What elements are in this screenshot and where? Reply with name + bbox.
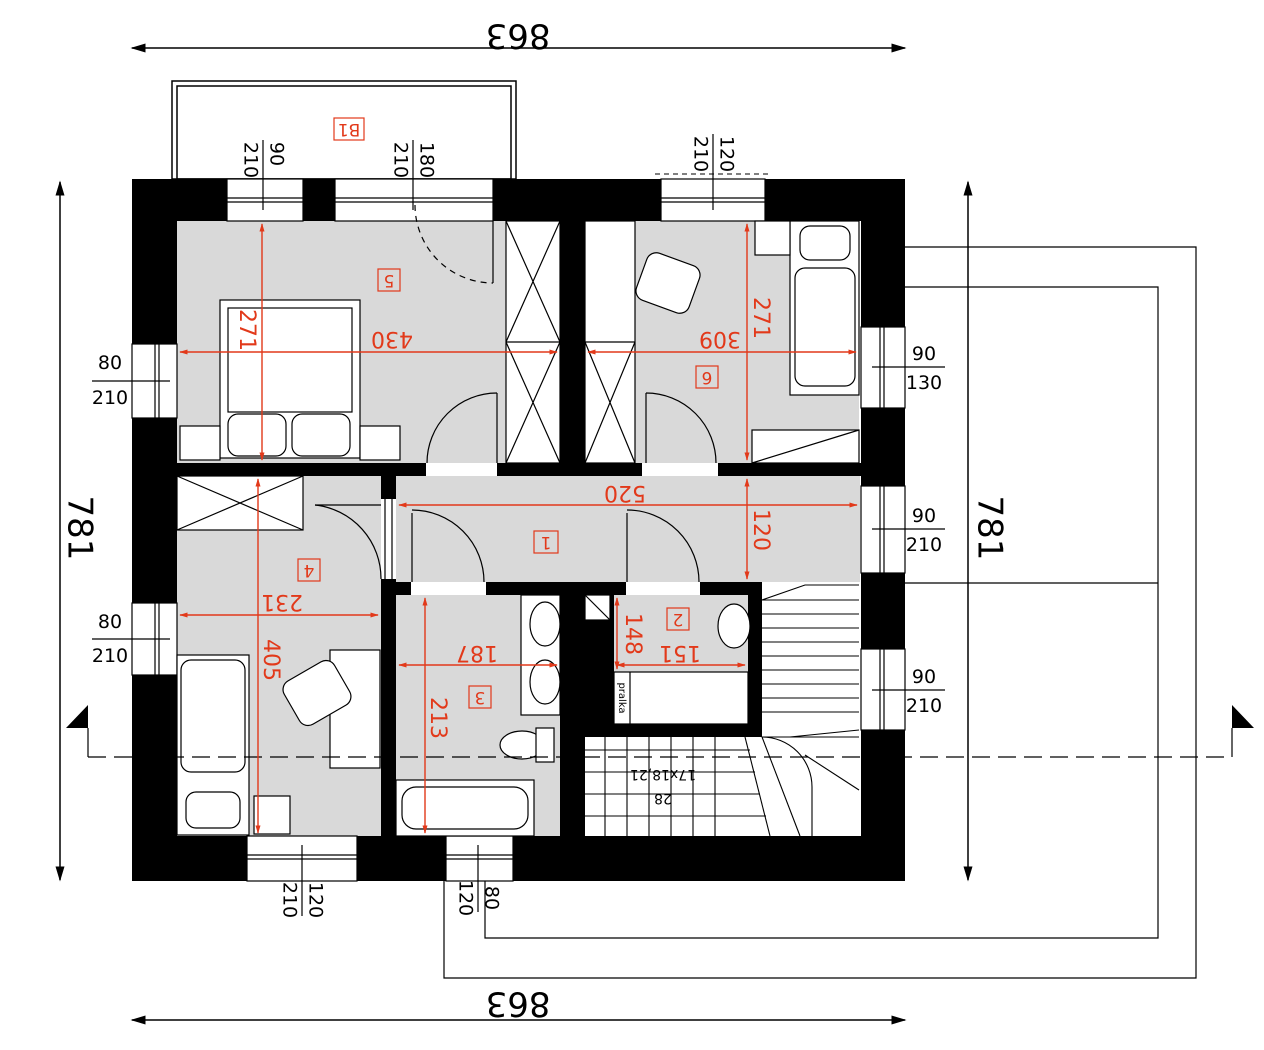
doors [314, 204, 717, 583]
room-5-width: 430 [371, 326, 413, 351]
dim-left: 781 [60, 496, 100, 561]
win-left-bottom-top: 80 [98, 611, 122, 633]
window-labels: 90 210 180 210 120 210 80 210 80 210 90 … [92, 136, 942, 918]
room-2-width: 151 [659, 640, 701, 665]
win-right-low-bottom: 210 [906, 695, 942, 717]
staircase [585, 584, 860, 837]
room-1-depth: 120 [748, 509, 773, 551]
room-2-label: 2 [673, 609, 684, 629]
room-6-depth: 271 [748, 297, 773, 339]
dim-right: 781 [970, 496, 1010, 561]
room-dimension-texts: 430 271 309 271 520 120 231 405 187 213 … [234, 297, 773, 739]
room-3-width: 187 [456, 640, 498, 665]
room-3-depth: 213 [425, 697, 450, 739]
section-marker-left [66, 705, 88, 728]
win-bottom-left-bottom: 210 [279, 882, 301, 918]
win-top-left-top: 90 [266, 142, 288, 166]
win-top-door-bottom: 210 [390, 142, 412, 178]
win-right-mid-bottom: 210 [906, 534, 942, 556]
room-3-label: 3 [475, 687, 486, 707]
win-left-top-top: 80 [98, 352, 122, 374]
dim-bottom: 863 [486, 984, 551, 1024]
win-bottom-mid-top: 80 [481, 886, 503, 910]
wardrobes [176, 220, 636, 531]
room-5-label: 5 [384, 270, 395, 290]
bathroom-fixtures [395, 594, 751, 837]
stairs-spec-line2: 28 [654, 790, 672, 806]
furniture-room-4 [176, 649, 381, 836]
win-right-mid-top: 90 [912, 505, 936, 527]
terrace-outline [443, 246, 1197, 979]
room-labels: 5 6 1 4 2 3 B1 [297, 117, 719, 709]
window-label-lines [92, 134, 945, 916]
win-right-low-top: 90 [912, 666, 936, 688]
win-top-door-top: 180 [416, 142, 438, 178]
win-top-left-bottom: 210 [240, 142, 262, 178]
win-right-top-top: 90 [912, 343, 936, 365]
room-5-depth: 271 [234, 309, 259, 351]
section-marker-right [1232, 705, 1254, 728]
room-4-label: 4 [304, 560, 315, 580]
win-right-top-bottom: 130 [906, 372, 942, 394]
room-2-depth: 148 [620, 613, 645, 655]
win-top-right-bottom: 210 [690, 136, 712, 172]
furniture-room-5 [179, 299, 401, 461]
dim-top: 863 [486, 16, 551, 56]
room-dimension-lines [179, 223, 858, 834]
win-left-top-bottom: 210 [92, 387, 128, 409]
room-6-width: 309 [699, 326, 741, 351]
win-left-bottom-bottom: 210 [92, 645, 128, 667]
furniture-room-6 [635, 220, 860, 464]
win-top-right-top: 120 [716, 136, 738, 172]
balcony-label: B1 [338, 119, 360, 139]
win-bottom-left-top: 120 [305, 882, 327, 918]
win-bottom-mid-bottom: 120 [455, 880, 477, 916]
washing-machine-label: pralka [616, 682, 627, 713]
overall-dimension-lines [55, 43, 973, 1025]
section-line [87, 728, 1233, 758]
stairs-spec-line1: 17x18,21 [630, 766, 696, 782]
walls [132, 179, 905, 881]
room-1-label: 1 [541, 532, 552, 552]
room-4-depth: 405 [258, 639, 283, 681]
room-6-label: 6 [702, 367, 713, 387]
room-4-width: 231 [261, 589, 303, 614]
room-1-width: 520 [604, 480, 646, 505]
